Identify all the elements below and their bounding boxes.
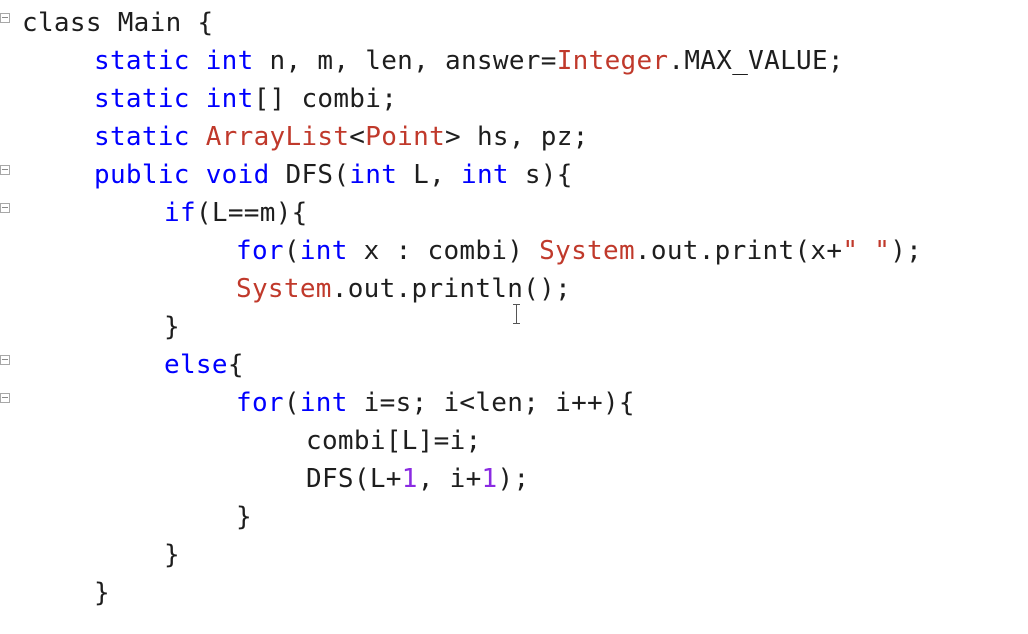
code-token: int (349, 160, 398, 190)
code-token: void (205, 160, 270, 190)
code-text: static int n, m, len, answer=Integer.MAX… (94, 44, 844, 78)
code-token: } (94, 578, 110, 608)
code-token: .out.print(x+ (634, 236, 843, 266)
code-token: System (539, 236, 635, 266)
collapse-box-icon[interactable] (0, 393, 10, 403)
code-line: System.out.println(); (0, 272, 1028, 310)
code-text: class Main { (22, 6, 213, 40)
code-token: } (164, 312, 180, 342)
code-token: for (236, 388, 284, 418)
code-token: x : combi) (347, 236, 540, 266)
code-text: } (236, 500, 252, 534)
code-text: for(int i=s; i<len; i++){ (236, 386, 635, 420)
code-token: int (205, 84, 254, 114)
code-token: static (94, 122, 190, 152)
i-beam-cursor-icon (512, 303, 522, 325)
code-token: " " (842, 236, 891, 266)
code-line: public void DFS(int L, int s){ (0, 158, 1028, 196)
code-text: DFS(L+1, i+1); (306, 462, 529, 496)
code-token: ( (283, 236, 300, 266)
code-text: static ArrayList<Point> hs, pz; (94, 120, 589, 154)
code-token: i=s; i<len; i++){ (347, 388, 635, 418)
code-token: { (227, 350, 244, 380)
code-token: combi[L]=i; (306, 426, 482, 456)
code-line: } (0, 576, 1028, 614)
code-token: Integer (556, 46, 669, 76)
code-line: if(L==m){ (0, 196, 1028, 234)
code-token: public (94, 160, 190, 190)
code-token (190, 84, 206, 114)
code-text: } (164, 538, 180, 572)
code-token: .out.println(); (331, 274, 572, 304)
scroll-remnant (0, 0, 14, 4)
code-line: } (0, 538, 1028, 576)
code-token: if (164, 198, 196, 228)
code-token: DFS(L+ (306, 464, 402, 494)
code-token: ); (497, 464, 530, 494)
code-line: } (0, 310, 1028, 348)
code-token: for (236, 236, 284, 266)
code-token: (L==m){ (195, 198, 308, 228)
collapse-box-icon[interactable] (0, 13, 10, 23)
code-text: public void DFS(int L, int s){ (94, 158, 573, 192)
code-line: class Main { (0, 6, 1028, 44)
code-token: } (236, 502, 252, 532)
code-line: combi[L]=i; (0, 424, 1028, 462)
code-token: L, (397, 160, 462, 190)
collapse-box-icon[interactable] (0, 203, 10, 213)
code-token: 1 (481, 464, 498, 494)
code-text: } (94, 576, 110, 610)
code-token: int (299, 388, 348, 418)
code-token: DFS( (269, 160, 350, 190)
code-token (190, 122, 206, 152)
code-text: else{ (164, 348, 244, 382)
code-token: System (236, 274, 332, 304)
code-token: s){ (508, 160, 573, 190)
code-token: Point (365, 122, 446, 152)
code-token: , i+ (417, 464, 482, 494)
code-text: if(L==m){ (164, 196, 308, 230)
code-token: > hs, pz; (445, 122, 589, 152)
code-token: .MAX_VALUE; (668, 46, 844, 76)
code-token (190, 46, 206, 76)
code-token: static (94, 46, 190, 76)
code-line: static int[] combi; (0, 82, 1028, 120)
code-token (190, 160, 206, 190)
code-line: else{ (0, 348, 1028, 386)
code-token: < (349, 122, 366, 152)
code-line: DFS(L+1, i+1); (0, 462, 1028, 500)
code-text: System.out.println(); (236, 272, 571, 306)
collapse-box-icon[interactable] (0, 165, 10, 175)
code-text: combi[L]=i; (306, 424, 482, 458)
code-token: static (94, 84, 190, 114)
code-token: else (164, 350, 228, 380)
code-token: ( (283, 388, 300, 418)
code-line: static ArrayList<Point> hs, pz; (0, 120, 1028, 158)
code-text: static int[] combi; (94, 82, 397, 116)
code-line: for(int i=s; i<len; i++){ (0, 386, 1028, 424)
code-token: 1 (401, 464, 418, 494)
code-token: class Main { (22, 8, 214, 38)
code-text: } (164, 310, 180, 344)
code-token: ArrayList (205, 122, 350, 152)
code-token: int (299, 236, 348, 266)
code-token: int (205, 46, 254, 76)
code-token: int (461, 160, 509, 190)
collapse-box-icon[interactable] (0, 355, 10, 365)
code-token: n, m, len, answer= (253, 46, 557, 76)
code-line: } (0, 500, 1028, 538)
code-line: for(int x : combi) System.out.print(x+" … (0, 234, 1028, 272)
code-token: } (164, 540, 180, 570)
code-token: [] combi; (253, 84, 398, 114)
code-token: ); (890, 236, 923, 266)
code-text: for(int x : combi) System.out.print(x+" … (236, 234, 922, 268)
code-line: static int n, m, len, answer=Integer.MAX… (0, 44, 1028, 82)
